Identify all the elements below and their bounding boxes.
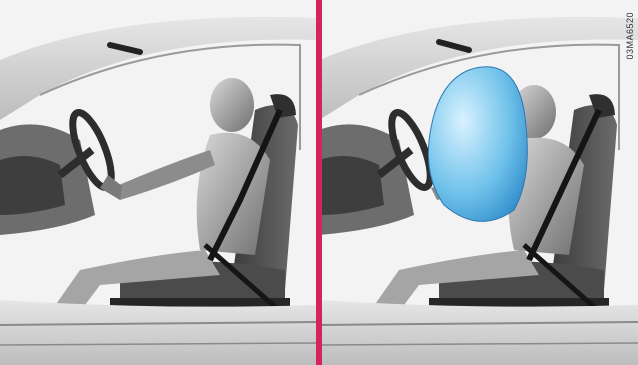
- car-interior-scene: [0, 0, 319, 365]
- dashboard-panel: [0, 156, 65, 215]
- dashboard-panel: [319, 156, 384, 215]
- door-sill: [319, 300, 638, 365]
- car-interior-scene: [319, 0, 638, 365]
- panel-driver-seated: [0, 0, 319, 365]
- image-code: 03MA6520: [625, 12, 635, 60]
- head: [210, 78, 254, 132]
- panel-airbag-deployed: 03MA6520: [319, 0, 638, 365]
- panel-divider: [316, 0, 322, 365]
- door-sill: [0, 300, 319, 365]
